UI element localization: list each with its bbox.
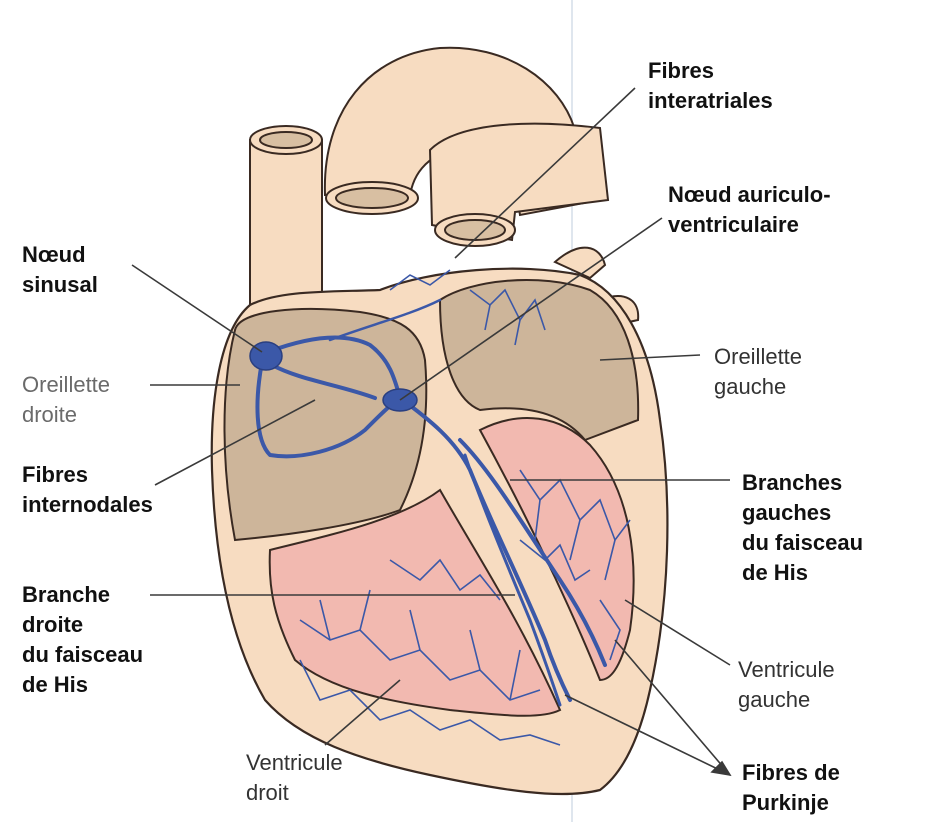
superior-vena-cava bbox=[250, 140, 322, 310]
label-noeud-sinusal: Nœud sinusal bbox=[22, 240, 98, 300]
label-noeud-auriculo-ventriculaire: Nœud auriculo- ventriculaire bbox=[668, 180, 831, 240]
label-fibres-interatriales: Fibres interatriales bbox=[648, 56, 773, 116]
label-oreillette-droite: Oreillette droite bbox=[22, 370, 110, 430]
leader-noeud-sinusal bbox=[132, 265, 262, 352]
label-ventricule-gauche: Ventricule gauche bbox=[738, 655, 835, 715]
label-fibres-internodales: Fibres internodales bbox=[22, 460, 153, 520]
label-branche-droite: Branche droite du faisceau de His bbox=[22, 580, 143, 700]
label-ventricule-droit: Ventricule droit bbox=[246, 748, 343, 808]
label-oreillette-gauche: Oreillette gauche bbox=[714, 342, 802, 402]
right-atrium bbox=[224, 309, 426, 540]
purkinje-arrowhead bbox=[712, 762, 730, 775]
label-branches-gauches: Branches gauches du faisceau de His bbox=[742, 468, 863, 588]
sinoatrial-node bbox=[250, 342, 282, 370]
label-fibres-de-purkinje: Fibres de Purkinje bbox=[742, 758, 840, 818]
